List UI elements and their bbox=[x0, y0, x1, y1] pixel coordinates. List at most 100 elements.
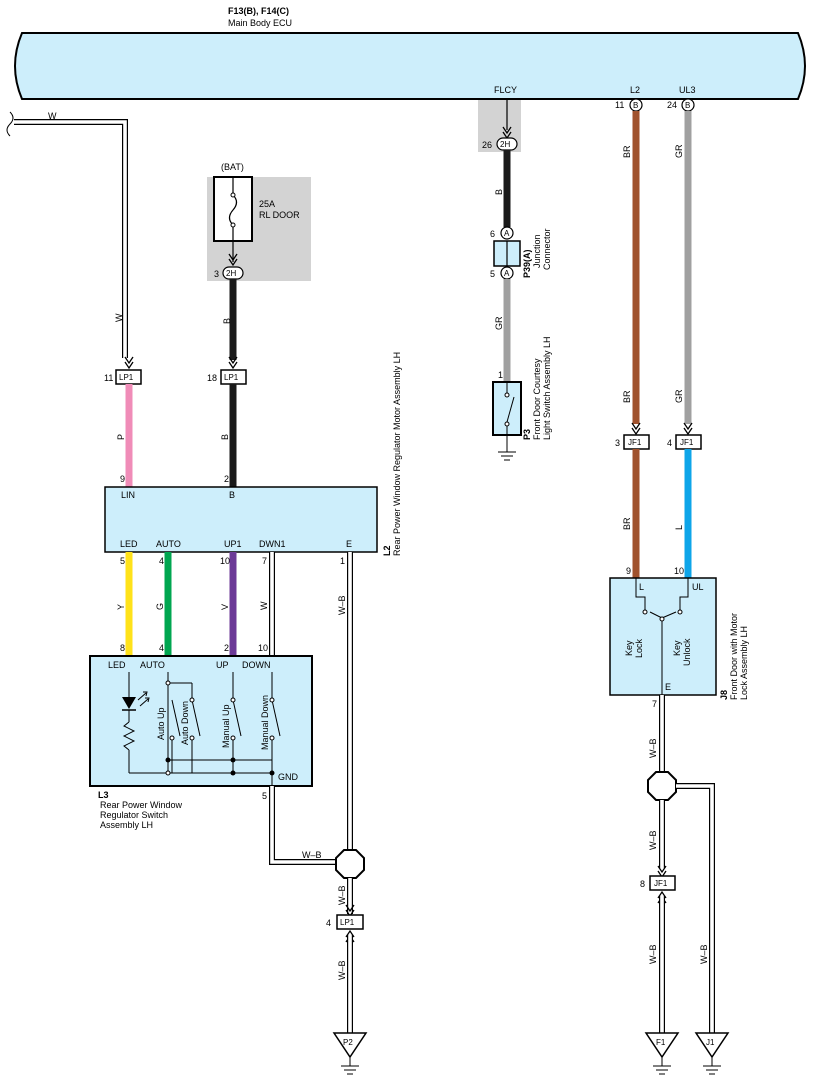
junction-pin5: 5 bbox=[490, 269, 495, 279]
lock-name2: Lock Assembly LH bbox=[739, 626, 749, 700]
switch-pin-10-num: 10 bbox=[258, 643, 268, 653]
courtesy-name2: Light Switch Assembly LH bbox=[542, 336, 552, 440]
lp1-18-label: LP1 bbox=[224, 373, 239, 382]
lp1-11-pin: 11 bbox=[104, 373, 113, 383]
splice-right bbox=[647, 771, 677, 801]
motor-pin-5: 5 bbox=[120, 556, 125, 566]
junction-pin6: 6 bbox=[490, 229, 495, 239]
switch-pin-2-num: 2 bbox=[224, 643, 229, 653]
wire-p-label: P bbox=[116, 434, 126, 440]
ecu-bar bbox=[14, 32, 806, 100]
pin-flcy-name: FLCY bbox=[494, 85, 517, 95]
jf1-8-label: JF1 bbox=[654, 879, 668, 888]
motor-pin-1: 1 bbox=[340, 556, 345, 566]
motor-pin-led: LED bbox=[120, 539, 138, 549]
courtesy-name1: Front Door Courtesy bbox=[532, 358, 542, 440]
wire-wb-label-motor: W–B bbox=[337, 595, 347, 615]
motor-pin-e: E bbox=[346, 539, 352, 549]
switch-name-line3: Assembly LH bbox=[100, 820, 153, 830]
switch-code: L3 bbox=[98, 790, 109, 800]
switch-pin-8-num: 8 bbox=[120, 643, 125, 653]
fuse-rating: 25A bbox=[259, 199, 275, 209]
lock-key-lock1: Key bbox=[624, 640, 634, 656]
jf1-8-pin: 8 bbox=[640, 879, 645, 889]
wire-w-label-top: W bbox=[48, 111, 57, 121]
wire-wb-splice-j1 bbox=[676, 783, 715, 1033]
lp1-4-pin: 4 bbox=[326, 918, 331, 928]
wire-w-down-label: W bbox=[259, 601, 269, 610]
wire-v-label: V bbox=[220, 604, 230, 610]
wire-wb-label-gnd: W–B bbox=[302, 850, 322, 860]
fuse-rl-door: (BAT) 25A RL DOOR 3 2H bbox=[207, 162, 311, 281]
lock-code: J8 bbox=[719, 690, 729, 700]
switch-pin-down: DOWN bbox=[242, 660, 271, 670]
wire-br-label-mid: BR bbox=[622, 390, 632, 403]
motor-assembly-l2: 9 2 LIN B LED AUTO UP1 DWN1 E 5 4 10 7 1… bbox=[104, 352, 402, 566]
wire-gr-label-top: GR bbox=[674, 144, 684, 158]
lock-pin-l-num: 9 bbox=[626, 566, 631, 576]
ground-p2: P2 bbox=[332, 1032, 368, 1075]
pin-ul3-conn-letter: B bbox=[685, 101, 690, 110]
wire-y-label: Y bbox=[116, 604, 126, 610]
fuse-element bbox=[228, 177, 238, 241]
lock-internal-wiring bbox=[635, 578, 689, 695]
switch-name-line2: Regulator Switch bbox=[100, 810, 168, 820]
wire-br-label-bottom: BR bbox=[622, 517, 632, 530]
wire-g-label: G bbox=[155, 603, 165, 610]
switch-pin-up: UP bbox=[216, 660, 229, 670]
motor-pin-up1: UP1 bbox=[224, 539, 242, 549]
wire-gr-courtesy-label: GR bbox=[494, 316, 504, 330]
wire-b-label-upper: B bbox=[222, 318, 232, 324]
lock-box bbox=[609, 577, 717, 696]
switch-contacts bbox=[165, 680, 275, 776]
motor-pin-dwn1: DWN1 bbox=[259, 539, 286, 549]
junction-name1: Junction bbox=[532, 234, 542, 268]
motor-box bbox=[104, 486, 378, 553]
lp1-connector-4: 4 LP1 bbox=[326, 914, 364, 930]
motor-pin-lin: LIN bbox=[121, 490, 135, 500]
flcy-conn-pin: 26 bbox=[482, 140, 492, 150]
junction-a-bottom: A bbox=[504, 269, 510, 278]
lock-e-num: 7 bbox=[652, 699, 657, 709]
jf1-4-label: JF1 bbox=[680, 438, 694, 447]
motor-pin-b-num: 2 bbox=[224, 474, 229, 484]
lp1-connector-11: 11 LP1 bbox=[104, 369, 142, 385]
jf1-4-pin: 4 bbox=[667, 438, 672, 448]
lock-key-lock2: Lock bbox=[634, 638, 644, 658]
wire-wb-label-p2: W–B bbox=[337, 960, 347, 980]
switch-manual-up-label: Manual Up bbox=[221, 704, 231, 748]
switch-pin-4-num: 4 bbox=[159, 643, 164, 653]
switch-auto-down-label: Auto Down bbox=[180, 701, 190, 745]
ecu-connector-code: F13(B), F14(C) bbox=[228, 6, 289, 16]
fuse-out-conn-label: 2H bbox=[226, 269, 236, 278]
lp1-11-label: LP1 bbox=[119, 373, 134, 382]
junction-code: P39(A) bbox=[522, 249, 532, 278]
pin-l2-conn-letter: B bbox=[633, 101, 638, 110]
wire-wb-label-f1: W–B bbox=[648, 944, 658, 964]
jf1-connector-3: 3 JF1 bbox=[615, 434, 650, 450]
ground-j1-label: J1 bbox=[706, 1038, 715, 1047]
switch-pin-led: LED bbox=[108, 660, 126, 670]
lock-pin-ul-num: 10 bbox=[674, 566, 684, 576]
jf1-3-label: JF1 bbox=[628, 438, 642, 447]
wire-wb-label-j1: W–B bbox=[699, 944, 709, 964]
splice-left bbox=[335, 849, 365, 879]
fuse-source: (BAT) bbox=[221, 162, 244, 172]
pin-ul3-name: UL3 bbox=[679, 85, 696, 95]
motor-pin-b: B bbox=[229, 490, 235, 500]
junction-a-top: A bbox=[504, 229, 510, 238]
courtesy-switch-p3: 1 P3 Front Door Courtesy Light Switch As… bbox=[492, 336, 552, 461]
courtesy-code: P3 bbox=[522, 429, 532, 440]
pin-ul3-num: 24 bbox=[667, 100, 677, 110]
courtesy-pin1: 1 bbox=[498, 370, 503, 380]
wire-b-flcy-label: B bbox=[494, 189, 504, 195]
pin-l2-num: 11 bbox=[615, 100, 624, 110]
wire-wb-label-splice: W–B bbox=[337, 885, 347, 905]
switch-auto-up-label: Auto Up bbox=[156, 707, 166, 740]
fuse-name: RL DOOR bbox=[259, 210, 300, 220]
wire-gr-label-mid: GR bbox=[674, 389, 684, 403]
ground-f1: F1 bbox=[644, 1032, 680, 1075]
ecu-name: Main Body ECU bbox=[228, 18, 292, 28]
switch-internal-wiring bbox=[122, 672, 281, 790]
motor-name: Rear Power Window Regulator Motor Assemb… bbox=[392, 352, 402, 556]
